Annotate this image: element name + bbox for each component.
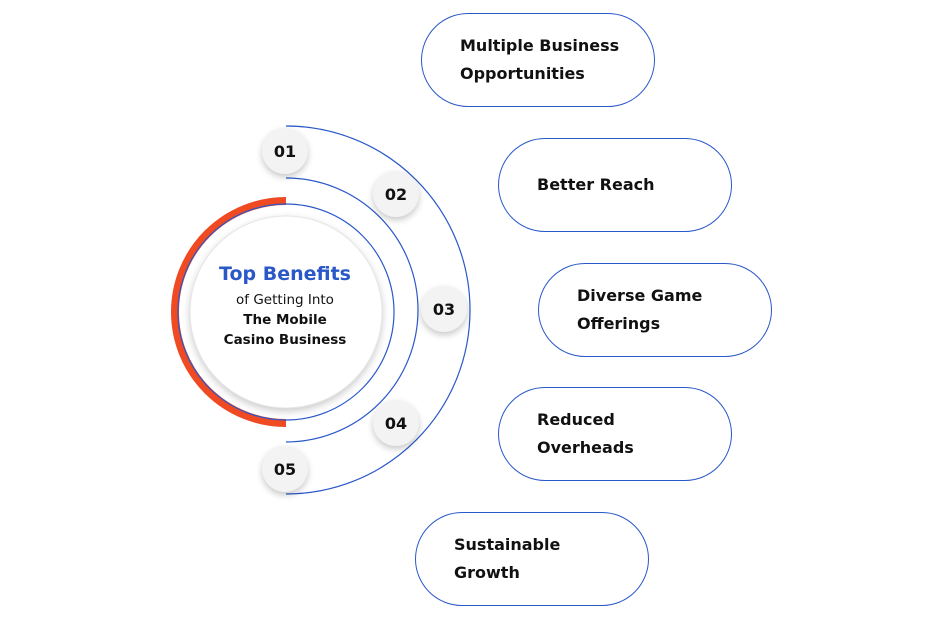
- thin-ring: [177, 203, 395, 421]
- inner-arc: [285, 177, 419, 443]
- number-badge-03: 03: [421, 286, 467, 332]
- benefit-label: Diverse Game Offerings: [577, 286, 703, 333]
- benefit-pill-3: Diverse Game Offerings: [538, 263, 772, 357]
- benefit-label: Better Reach: [537, 175, 655, 194]
- benefit-pill-2: Better Reach: [498, 138, 732, 232]
- center-title: Top Benefits: [219, 263, 351, 285]
- outer-arc: [285, 125, 471, 495]
- center-line-2: The Mobile: [243, 312, 327, 328]
- red-arc: [171, 197, 287, 427]
- benefit-label: Sustainable Growth: [454, 535, 561, 582]
- number-badge-05: 05: [262, 446, 308, 492]
- benefit-label: Multiple Business Opportunities: [460, 36, 620, 83]
- number-badge-02: 02: [373, 171, 419, 217]
- center-label: Top Benefits of Getting Into The Mobile …: [195, 262, 375, 350]
- benefit-pill-5: Sustainable Growth: [415, 512, 649, 606]
- number-badge-04: 04: [373, 400, 419, 446]
- benefit-pill-1: Multiple Business Opportunities: [421, 13, 655, 107]
- center-disc: [190, 216, 382, 408]
- center-line-3: Casino Business: [223, 332, 347, 348]
- center-line-1: of Getting Into: [236, 292, 334, 308]
- benefit-pill-4: Reduced Overheads: [498, 387, 732, 481]
- center-disc-rim: [189, 215, 383, 409]
- number-badge-01: 01: [262, 128, 308, 174]
- benefit-label: Reduced Overheads: [537, 410, 634, 457]
